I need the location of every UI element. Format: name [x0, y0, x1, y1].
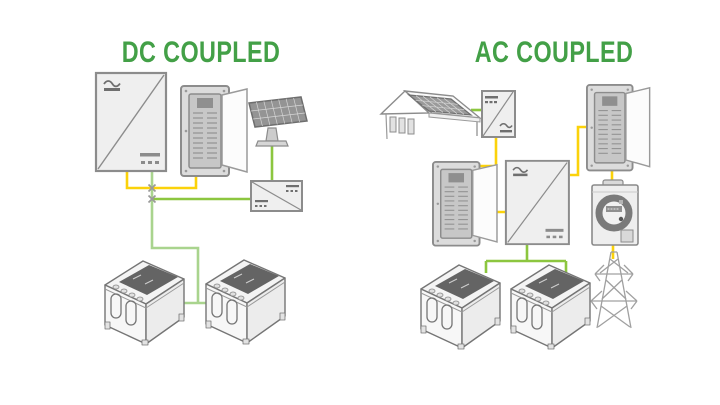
dc-breaker-panel [180, 85, 248, 177]
ac-utility-meter [591, 179, 639, 246]
wire-crossing-x-icon [147, 194, 157, 204]
wire-crossing-x-icon [147, 183, 157, 193]
ac-central-inverter [504, 159, 570, 246]
ac-breaker-panel-left [432, 160, 498, 247]
window-icon [398, 117, 406, 134]
dc-battery-2 [205, 259, 286, 345]
ac-gridtie-inverter [481, 90, 516, 138]
pv-module-icon [248, 96, 308, 128]
dc-wire-inverter-to-panel [125, 172, 198, 190]
dc-battery-1 [104, 260, 185, 346]
meter-dial-icon [595, 194, 633, 232]
ac-breaker-panel-right [586, 83, 651, 172]
ac-wire-central-to-main-panel [570, 125, 587, 177]
dc-solar-panel [248, 96, 308, 147]
window-icon [407, 118, 415, 135]
ac-grid-tower [590, 251, 638, 329]
ac-wire-central-to-batteries [484, 245, 568, 273]
dc-title: DC COUPLED [122, 35, 281, 68]
dc-charge-controller [250, 180, 303, 212]
dc-coupled-diagram: DC COUPLED [94, 35, 308, 346]
ac-house-pv [379, 90, 483, 140]
ac-wire-inverter-to-panel [477, 138, 498, 168]
window-icon [389, 116, 397, 133]
ac-coupled-diagram: AC COUPLED [379, 35, 651, 350]
ac-title: AC COUPLED [475, 35, 634, 68]
ac-battery-2 [510, 264, 591, 350]
dc-inverter [94, 71, 168, 173]
ac-battery-1 [420, 264, 501, 350]
